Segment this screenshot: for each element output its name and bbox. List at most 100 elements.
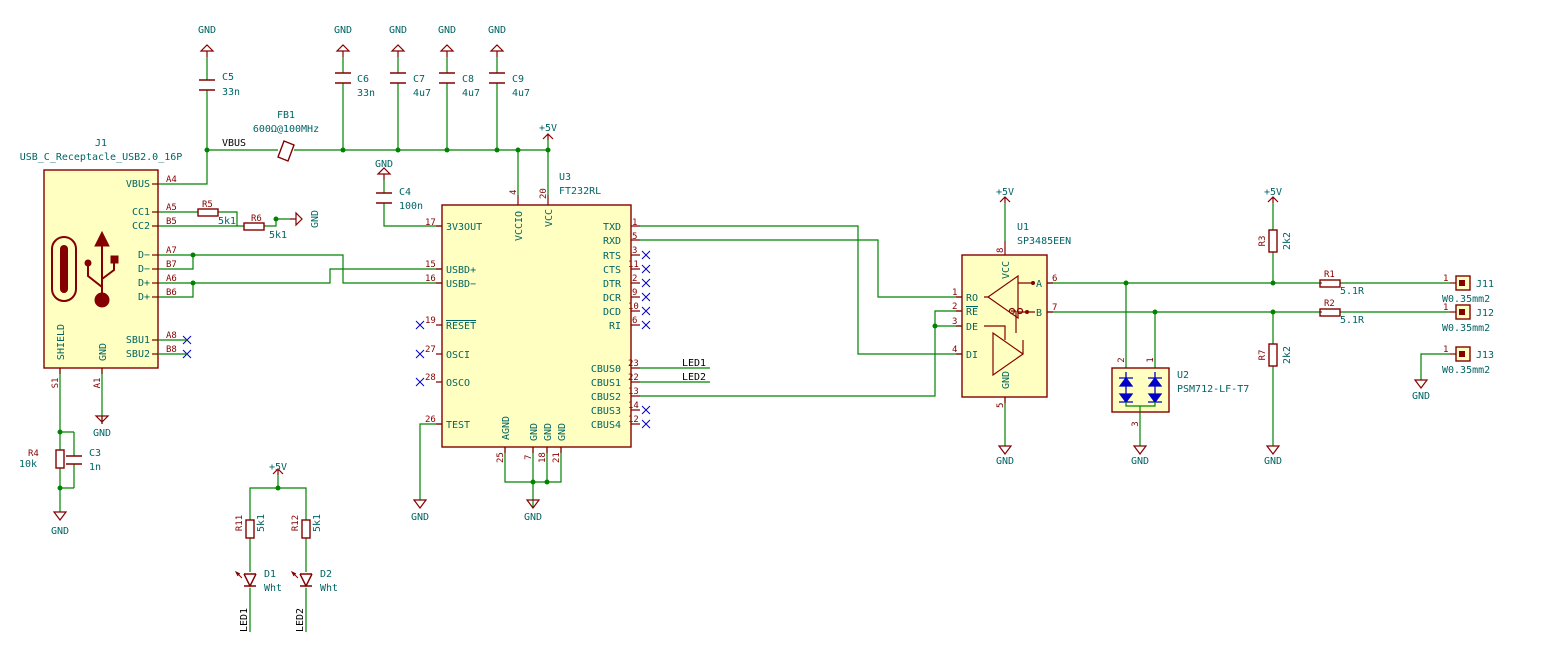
resistor-r2: R25.1R (1319, 299, 1365, 326)
usb-c-receptacle-icon (51, 236, 77, 302)
j1-pins-dp2: D+ (138, 292, 150, 303)
u1-nums-n4: 4 (952, 345, 957, 355)
resistor-r1: R15.1R (1319, 270, 1365, 297)
u3-pins-txd: TXD (603, 222, 621, 233)
caps-c9-ref: C9 (512, 74, 524, 85)
u3-pins-rxd: RXD (603, 236, 621, 247)
caps-c4-ref: C4 (399, 187, 411, 198)
ground-icon (390, 44, 406, 57)
u3-pins-cbus4: CBUS4 (591, 420, 621, 431)
u1-nums-n1: 1 (952, 288, 957, 298)
ground-icon (1413, 379, 1429, 389)
res-r5-value: 5k1 (218, 216, 236, 227)
nets-led2: LED2 (682, 372, 706, 383)
u3-pins-usbdp: USBD+ (446, 265, 476, 276)
power-gnd: GND (1131, 456, 1149, 467)
j1-pins-dm2: D− (138, 264, 150, 275)
u3-pins-cbus2: CBUS2 (591, 392, 621, 403)
no-connect-icon (158, 335, 192, 359)
caps-c7-ref: C7 (413, 74, 425, 85)
conns-j13-ref: J13 (1476, 350, 1494, 361)
u3-nums-n19: 19 (425, 316, 436, 326)
terminal-j13: 1 J13 W0.35mm2 (1442, 345, 1494, 376)
u1-nums-n5: 5 (996, 403, 1006, 408)
ground-icon (94, 415, 110, 424)
usb-symbol-icon (84, 230, 119, 308)
j1-pins-dp1: D+ (138, 278, 150, 289)
nets-vbus: VBUS (222, 138, 246, 149)
ground-icon (489, 44, 505, 57)
ic-u1-sp3485: U1 SP3485EEN RO RE DE DI A B VCC GND 1 2… (952, 222, 1071, 408)
wires (59, 57, 1450, 632)
j1-nums-a7: A7 (166, 246, 177, 256)
u3-pins-rts: RTS (603, 251, 621, 262)
u3-nums-n10: 10 (628, 302, 639, 312)
power-arrow-icon (272, 468, 284, 475)
j1-nums-b7: B7 (166, 260, 177, 270)
ground-icon (412, 499, 428, 509)
power-v5: +5V (996, 187, 1014, 198)
j1-nums-a8: A8 (166, 331, 177, 341)
u1-pins-a: A (1036, 279, 1042, 290)
j1-pins-gnd: GND (98, 343, 109, 361)
resistor-r3: R3 2k2 (1258, 229, 1293, 253)
caps-c5-ref: C5 (222, 72, 234, 83)
power-gnd: GND (1412, 391, 1430, 402)
leds-d2-value: Wht (320, 583, 338, 594)
u3-nums-n11: 11 (628, 260, 639, 270)
u3-pins-dcd: DCD (603, 307, 621, 318)
u3-nums-n3: 3 (632, 246, 637, 256)
u2-ref: U2 (1177, 370, 1189, 381)
u1-pins-vcc: VCC (1001, 261, 1012, 279)
u3-nums-n7: 7 (524, 455, 534, 460)
power-gnd: GND (198, 25, 216, 36)
caps-c7-value: 4u7 (413, 88, 431, 99)
res-r7-ref: R7 (1258, 350, 1268, 361)
u1-pins-ro: RO (966, 293, 978, 304)
u3-pins-cbus0: CBUS0 (591, 364, 621, 375)
u3-nums-n18: 18 (538, 452, 548, 463)
conns-j13-value: W0.35mm2 (1442, 365, 1490, 376)
caps-c8-ref: C8 (462, 74, 474, 85)
caps-c4-value: 100n (399, 201, 423, 212)
ground-icon (290, 211, 303, 227)
u3-pins-gnd3: GND (557, 423, 568, 441)
u3-nums-n22: 22 (628, 373, 639, 383)
u1-nums-n7: 7 (1052, 303, 1057, 313)
u3-pins-v3: 3V3OUT (446, 222, 482, 233)
fb1-ref: FB1 (277, 110, 295, 121)
power-arrow-icon (1267, 196, 1279, 203)
u3-pins-dcr: DCR (603, 293, 622, 304)
power-gnd: GND (411, 512, 429, 523)
u1-pins-di: DI (966, 350, 978, 361)
u3-nums-n28: 28 (425, 373, 436, 383)
res-r5-ref: R5 (202, 200, 213, 210)
power-gnd: GND (524, 512, 542, 523)
resistor-r11: R11 5k1 (235, 514, 267, 539)
power-gnd: GND (488, 25, 506, 36)
u3-nums-n25: 25 (496, 452, 506, 463)
usb-c-connector-j1: J1 USB_C_Receptacle_USB2.0_16P VBUS CC1 … (20, 138, 192, 388)
caps-c6-ref: C6 (357, 74, 369, 85)
nets-led1: LED1 (682, 358, 706, 369)
caps-c5-value: 33n (222, 87, 240, 98)
gnd-symbols (52, 44, 1429, 521)
no-connect-icon (415, 250, 651, 429)
u3-nums-n26: 26 (425, 415, 436, 425)
fb1-value: 600Ω@100MHz (253, 124, 319, 135)
u1-pins-re: RE (966, 307, 978, 318)
led-d1: D1 Wht LED1 (234, 569, 282, 632)
ground-icon (199, 44, 215, 57)
j1-pins-vbus: VBUS (126, 179, 150, 190)
power-v5: +5V (539, 123, 557, 134)
res-r4-value: 10k (19, 459, 37, 470)
caps-c3-ref: C3 (89, 448, 101, 459)
res-r6-ref: R6 (251, 214, 262, 224)
power-gnd: GND (310, 210, 321, 228)
junctions (57, 147, 1276, 491)
u3-pins-cbus1: CBUS1 (591, 378, 621, 389)
